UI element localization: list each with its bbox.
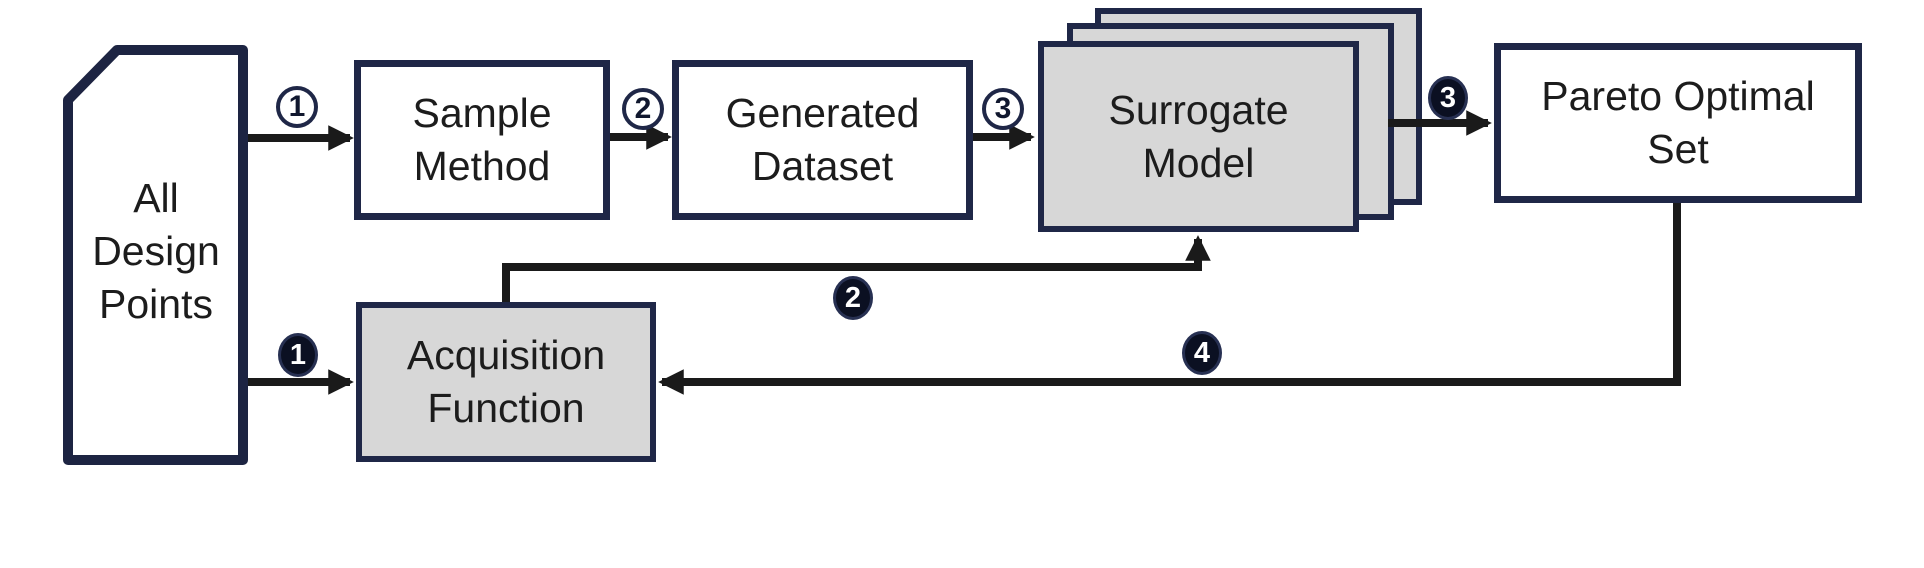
node-label-line: Set	[1647, 126, 1709, 172]
node-label-line: Sample	[412, 90, 552, 136]
node-label-line: Method	[413, 143, 551, 189]
node-label-line: Points	[99, 280, 213, 327]
badge-filled-step-3: 3	[1428, 76, 1468, 120]
node-label-line: Generated	[725, 90, 920, 136]
node-label-line: All	[133, 174, 179, 221]
badge-circled-step-3: 3	[982, 88, 1024, 130]
node-label-line: Model	[1142, 139, 1255, 186]
badge-circled-step-2: 2	[622, 88, 664, 130]
arrow-pareto-set-to-acquisition-function	[658, 202, 1681, 395]
node-label-line: Function	[427, 385, 585, 431]
arrow-acquisition-function-to-surrogate-model	[502, 235, 1211, 303]
node-surrogate-model: Surrogate Model	[1038, 41, 1359, 232]
badge-filled-step-4: 4	[1182, 331, 1222, 375]
all-design-points-shape	[63, 45, 248, 465]
node-all-design-points-label: All Design Points	[66, 150, 246, 352]
node-sample-method: Sample Method	[354, 60, 610, 220]
badge-circled-step-1: 1	[276, 86, 318, 128]
node-generated-dataset: Generated Dataset	[672, 60, 973, 220]
node-label-line: Dataset	[751, 143, 894, 189]
node-acquisition-function: Acquisition Function	[356, 302, 656, 462]
badge-filled-step-2: 2	[833, 276, 873, 320]
node-label-line: Pareto Optimal	[1541, 73, 1815, 119]
node-label-line: Surrogate	[1108, 86, 1289, 133]
node-pareto-optimal-set: Pareto Optimal Set	[1494, 43, 1862, 203]
badge-filled-step-1: 1	[278, 333, 318, 377]
node-label-line: Design	[92, 227, 220, 274]
node-label-line: Acquisition	[406, 332, 606, 378]
